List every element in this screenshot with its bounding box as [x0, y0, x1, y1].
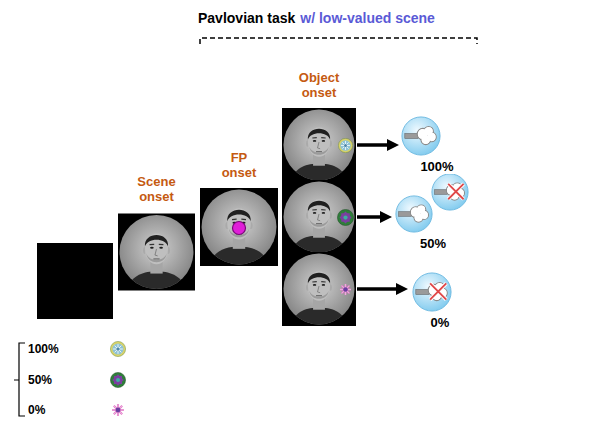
legend-icon: [110, 372, 125, 387]
legend-label: 0%: [28, 403, 45, 417]
phase-label: FP onset: [222, 150, 257, 180]
airpuff-icon: [413, 273, 451, 311]
phase-bracket: [200, 38, 477, 44]
object-icon: [338, 138, 352, 152]
airpuff-icon: [396, 196, 432, 232]
fixation-point: [233, 222, 246, 235]
object-icon: [340, 284, 351, 295]
screen-panel: Scene onset: [118, 212, 195, 292]
legend-bracket: [14, 343, 25, 416]
object-image: [282, 108, 356, 182]
legend-label: 50%: [28, 373, 52, 387]
object-icon: [337, 209, 353, 225]
phase-label: Scene onset: [137, 174, 175, 204]
screen-panel: Object onset: [282, 108, 356, 182]
legend-label: 100%: [28, 342, 59, 356]
no-airpuff-mark: [430, 283, 446, 299]
probability-label: 0%: [430, 315, 451, 330]
no-airpuff-mark: [448, 184, 463, 199]
outcome-icon: 0%: [411, 271, 453, 313]
arrow: [357, 215, 382, 219]
outcome-icon: 50%: [394, 172, 470, 234]
arrow: [357, 143, 389, 147]
screen-panel: FP onset: [200, 188, 278, 266]
phase-label: Object onset: [299, 70, 339, 100]
outcome-icon: 100%: [400, 115, 442, 157]
arrow: [357, 287, 398, 291]
legend-icon: [112, 404, 124, 416]
object-image: [282, 180, 356, 254]
blank-screen: [37, 243, 113, 319]
probability-label: 50%: [419, 236, 447, 251]
airpuff-icon: [402, 117, 440, 155]
scene-image: [118, 214, 195, 291]
title: Pavlovian task: [198, 10, 295, 26]
subtitle-label: w/ low-valued scene: [300, 10, 435, 26]
probability-label: 100%: [419, 159, 454, 174]
fp-image: [200, 188, 278, 266]
object-image: [282, 252, 356, 326]
airpuff-icon: [432, 174, 468, 210]
legend-icon: [110, 341, 125, 356]
